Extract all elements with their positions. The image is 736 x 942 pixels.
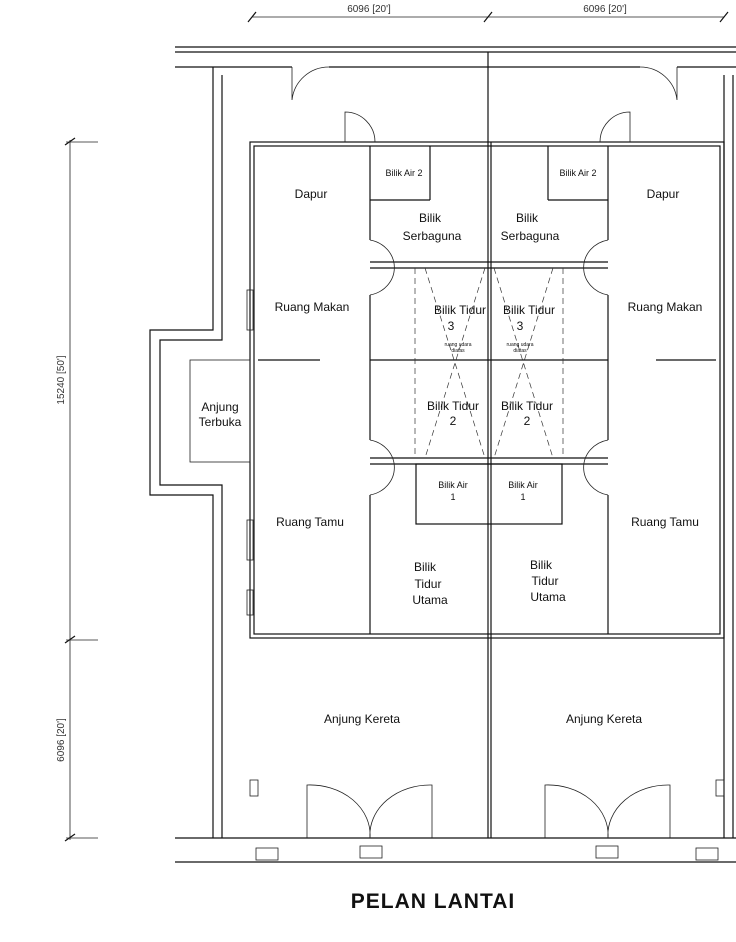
void-note: ruang udara (445, 342, 472, 348)
house-walls (189, 111, 725, 861)
room-dapur: Dapur (647, 187, 680, 201)
room-bilik-tidur-2-num: 2 (524, 414, 531, 428)
dim-top-right: 6096 [20'] (583, 4, 627, 15)
room-bilik-air-1: Bilik Air (508, 480, 538, 490)
void-note: ruang udara (507, 342, 534, 348)
room-anjung-terbuka: Anjung (201, 400, 238, 414)
room-serbaguna-line1: Bilik (516, 211, 539, 225)
room-anjung-kereta: Anjung Kereta (566, 712, 642, 726)
boundary-walls (149, 46, 736, 863)
void-note-2: diatas (513, 348, 527, 354)
room-utama-3: Utama (530, 590, 566, 604)
room-bilik-air-2: Bilik Air 2 (559, 168, 596, 178)
plan-title: PELAN LANTAI (351, 890, 515, 913)
room-ruang-makan: Ruang Makan (628, 300, 703, 314)
room-ruang-tamu: Ruang Tamu (276, 515, 344, 529)
room-utama-1: Bilik (414, 560, 437, 574)
room-bilik-tidur-3-num: 3 (448, 319, 455, 333)
room-serbaguna-line1: Bilik (419, 211, 442, 225)
room-ruang-makan: Ruang Makan (275, 300, 350, 314)
unit-right: Dapur Bilik Air 2 Bilik Serbaguna Ruang … (501, 168, 703, 726)
room-utama-2: Tidur (532, 574, 559, 588)
room-ruang-tamu: Ruang Tamu (631, 515, 699, 529)
room-bilik-air-1: Bilik Air (438, 480, 468, 490)
room-anjung-kereta: Anjung Kereta (324, 712, 400, 726)
dim-top-left: 6096 [20'] (347, 4, 391, 15)
room-utama-1: Bilik (530, 558, 553, 572)
room-bilik-air-1-num: 1 (450, 492, 455, 502)
room-serbaguna-line2: Serbaguna (403, 229, 462, 243)
room-dapur: Dapur (295, 187, 328, 201)
top-dimension: 6096 [20'] 6096 [20'] (247, 4, 729, 23)
room-bilik-tidur-2-num: 2 (450, 414, 457, 428)
unit-left: Dapur Bilik Air 2 Bilik Serbaguna Ruang … (199, 168, 486, 726)
room-bilik-air-2: Bilik Air 2 (385, 168, 422, 178)
room-anjung-terbuka-2: Terbuka (199, 415, 242, 429)
void-note-2: diatas (451, 348, 465, 354)
room-utama-3: Utama (412, 593, 448, 607)
room-serbaguna-line2: Serbaguna (501, 229, 560, 243)
room-bilik-tidur-2: Bilik Tidur (427, 399, 479, 413)
dim-left-house: 15240 [50'] (56, 355, 67, 404)
room-bilik-tidur-2: Bilik Tidur (501, 399, 553, 413)
room-bilik-tidur-3: Bilik Tidur (503, 303, 555, 317)
room-bilik-tidur-3-num: 3 (517, 319, 524, 333)
room-bilik-tidur-3: Bilik Tidur (434, 303, 486, 317)
room-bilik-air-1-num: 1 (520, 492, 525, 502)
dim-left-porch: 6096 [20'] (56, 718, 67, 762)
left-dimension: 15240 [50'] 6096 [20'] (56, 137, 98, 842)
room-utama-2: Tidur (415, 577, 442, 591)
